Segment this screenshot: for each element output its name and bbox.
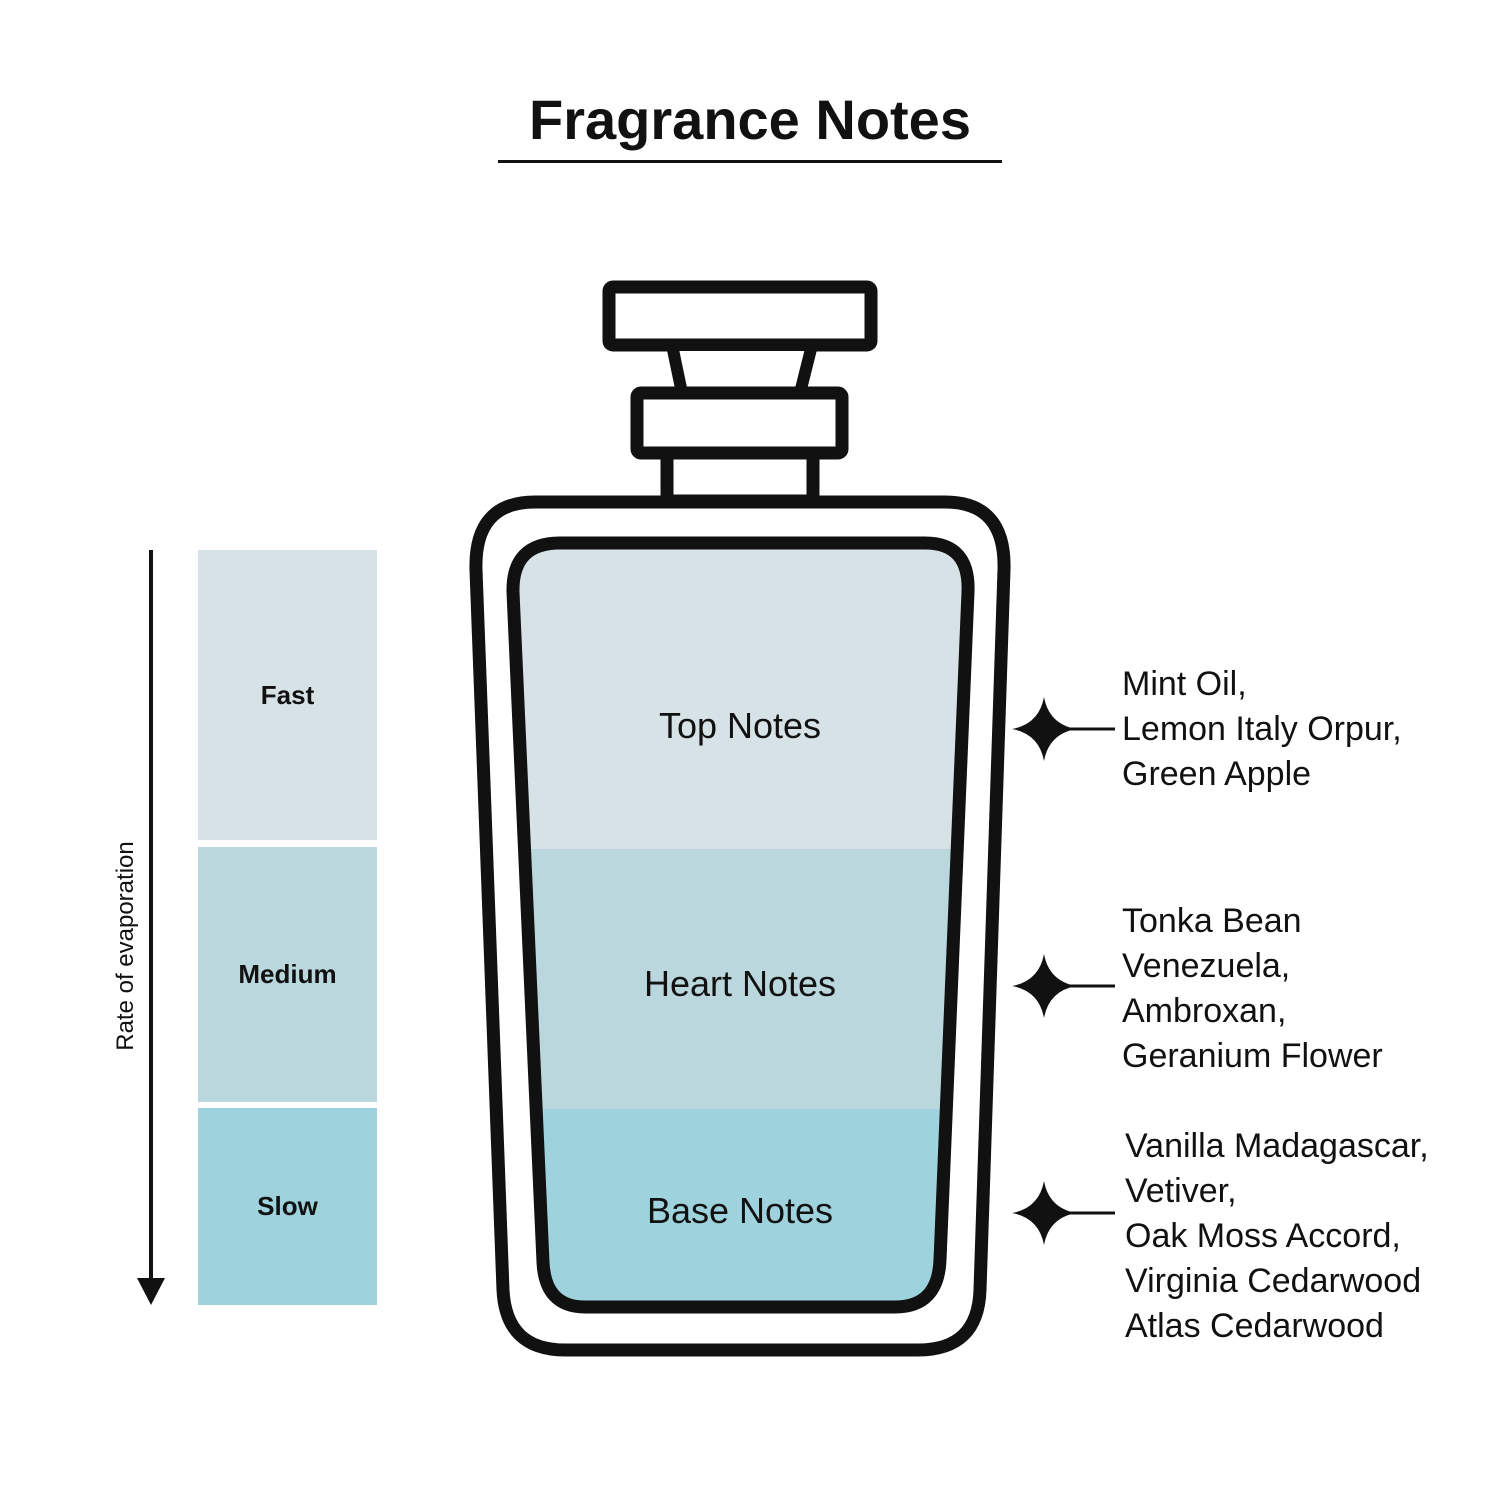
ingredient-list-top: Mint Oil, Lemon Italy Orpur, Green Apple <box>1122 662 1402 797</box>
layer-label-base-notes: Base Notes <box>646 1190 834 1231</box>
evaporation-arrow-line <box>149 550 153 1280</box>
connector-base <box>1012 1181 1115 1245</box>
connector-top <box>1012 697 1115 761</box>
ingredient-item: Tonka Bean <box>1122 902 1302 940</box>
bottle-cap <box>602 280 878 352</box>
liquid-layer-base <box>512 1109 969 1307</box>
ingredient-item: Lemon Italy Orpur, <box>1122 710 1402 748</box>
ingredient-item: Atlas Cedarwood <box>1125 1307 1384 1345</box>
ingredient-list-heart: Tonka Bean Venezuela, Ambroxan, Geranium… <box>1122 899 1383 1079</box>
bottle-collar <box>630 386 849 460</box>
liquid-layer-heart <box>512 849 969 1109</box>
ingredient-item: Mint Oil, <box>1122 665 1247 703</box>
ingredient-item: Vanilla Madagascar, <box>1125 1127 1429 1165</box>
ingredient-item: Oak Moss Accord, <box>1125 1217 1401 1255</box>
liquid-layer-top <box>512 543 969 849</box>
ingredient-item: Green Apple <box>1122 755 1312 793</box>
bottle-stopper <box>666 339 818 399</box>
arrow-down-icon <box>137 1278 165 1305</box>
ingredient-item: Virginia Cedarwood <box>1125 1262 1422 1300</box>
four-point-star-icon <box>1012 954 1076 1018</box>
bottle-inner-outline <box>506 536 975 1314</box>
evaporation-level-medium: Medium <box>198 847 377 1102</box>
ingredient-item: Geranium Flower <box>1122 1037 1383 1075</box>
title-underline <box>498 160 1002 163</box>
page-title: Fragrance Notes <box>529 88 971 151</box>
evaporation-level-fast: Fast <box>198 550 377 840</box>
evaporation-level-slow: Slow <box>198 1108 377 1305</box>
ingredient-list-base: Vanilla Madagascar, Vetiver, Oak Moss Ac… <box>1125 1124 1429 1349</box>
bottle-neck <box>660 446 820 508</box>
ingredient-item: Venezuela, <box>1122 947 1291 985</box>
layer-label-heart-notes: Heart Notes <box>643 963 837 1004</box>
connector-heart <box>1012 954 1115 1018</box>
four-point-star-icon <box>1012 697 1076 761</box>
ingredient-item: Vetiver, <box>1125 1172 1237 1210</box>
layer-label-top-notes: Top Notes <box>658 705 822 746</box>
four-point-star-icon <box>1012 1181 1076 1245</box>
ingredient-item: Ambroxan, <box>1122 992 1287 1030</box>
